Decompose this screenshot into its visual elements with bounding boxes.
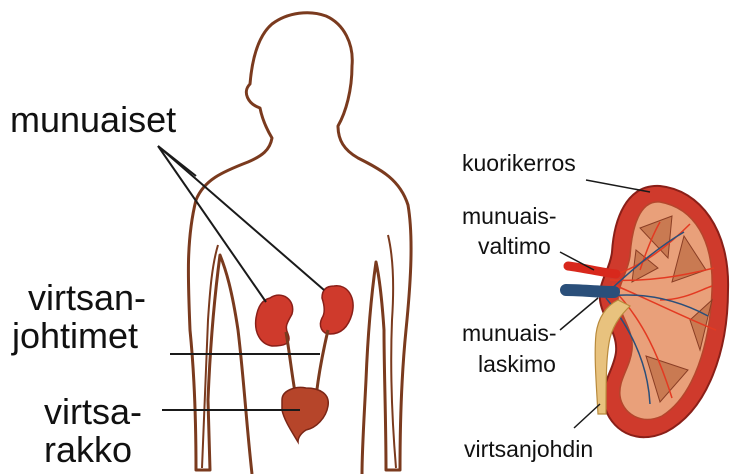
leader-renal-vein <box>560 298 598 330</box>
leader-kidneys-mid <box>158 146 196 176</box>
bladder <box>282 388 328 443</box>
label-bladder-line1: virtsa- <box>44 394 142 430</box>
leader-ureter <box>574 404 600 428</box>
leader-kidneys-right <box>158 146 324 290</box>
kidney-cross-section <box>566 186 728 437</box>
right-arm-inner <box>388 235 396 468</box>
right-ureter <box>316 330 328 398</box>
renal-vein <box>566 290 614 292</box>
label-ureters-line2: johtimet <box>12 318 138 354</box>
label-bladder-line2: rakko <box>44 432 132 468</box>
label-renal-vein-line2: laskimo <box>478 353 556 376</box>
label-renal-artery-line2: valtimo <box>478 235 551 258</box>
label-ureter: virtsanjohdin <box>464 438 593 461</box>
label-renal-artery-line1: munuais- <box>462 205 557 228</box>
leader-cortex <box>586 180 650 192</box>
label-renal-vein-line1: munuais- <box>462 322 557 345</box>
label-ureters-line1: virtsan- <box>28 280 146 316</box>
right-kidney <box>320 286 353 334</box>
label-kidneys: munuaiset <box>10 102 176 138</box>
label-cortex: kuorikerros <box>462 152 576 175</box>
